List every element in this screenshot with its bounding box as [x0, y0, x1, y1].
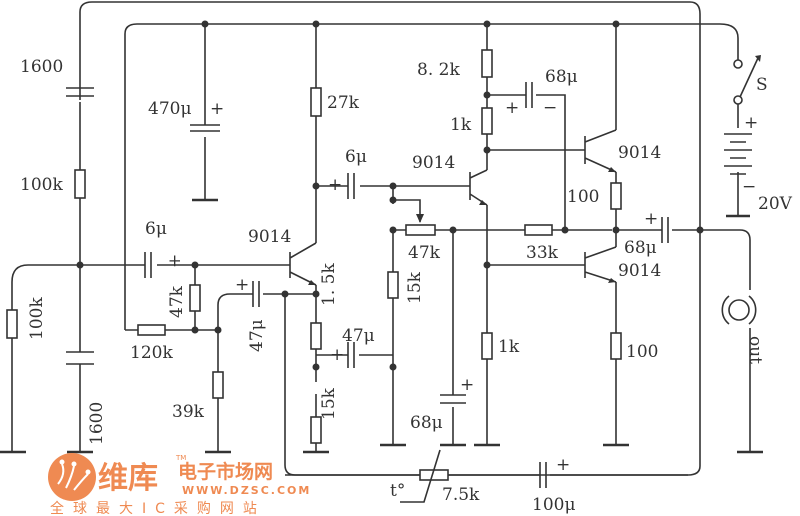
plus-68u-boot: +	[505, 98, 519, 118]
resistor-15k-left	[310, 416, 322, 444]
label-switch: S	[756, 75, 768, 95]
label-q2: 9014	[412, 153, 455, 173]
plus-100u: +	[556, 455, 570, 475]
cap-470u	[190, 124, 220, 132]
label-output: out	[745, 336, 765, 364]
label-r-1-5k: 1. 5k	[319, 263, 339, 306]
plus-470u: +	[210, 99, 224, 119]
resistor-1k-upper	[481, 107, 493, 135]
cap-6u-in	[144, 252, 152, 278]
thermistor-slash	[400, 449, 441, 503]
label-c-6u-in: 6μ	[145, 219, 167, 239]
plus-6u-mid: +	[328, 175, 342, 195]
plus-68u-out: +	[644, 209, 658, 229]
battery-plus: +	[744, 113, 758, 133]
label-c-6u-mid: 6μ	[345, 147, 367, 167]
label-c-68u-gnd: 68μ	[410, 413, 443, 433]
resistor-100-lower	[610, 332, 622, 360]
watermark: 维库 电子市场网 TM WWW.DZSC.COM 全球最大IC采购网站	[48, 453, 311, 516]
transistor-q3	[584, 129, 617, 173]
resistor-33k	[524, 224, 553, 236]
label-r-15k-left: 15k	[319, 387, 339, 420]
battery-minus: −	[742, 177, 756, 197]
resistor-15k-right	[387, 271, 399, 299]
plus-6u-in: +	[165, 254, 185, 268]
label-r-15k-right: 15k	[405, 271, 425, 304]
label-c-100u: 100μ	[532, 495, 576, 515]
label-c-68u-boot: 68μ	[545, 67, 578, 87]
label-r-100k-left: 100k	[27, 297, 47, 340]
logo-slogan: 全球最大IC采购网站	[50, 500, 266, 516]
capacitors	[66, 82, 669, 488]
ground-symbols	[0, 198, 763, 454]
resistor-27k	[310, 87, 322, 117]
resistor-1-5k	[310, 322, 322, 350]
resistor-100k-top	[74, 169, 86, 199]
label-c-68u-out: 68μ	[624, 238, 657, 258]
cap-100u	[539, 462, 547, 488]
label-supply-voltage: 20V	[758, 194, 793, 214]
transistor-q2	[469, 169, 488, 206]
cap-6u-mid	[347, 173, 355, 199]
label-c-1600-bottom: 1600	[87, 402, 107, 445]
plus-47u-a: +	[235, 275, 249, 295]
labels: 1600 100k 470μ + 27k 8. 2k 1k 68μ + − 6μ…	[20, 57, 793, 515]
junctions	[76, 20, 704, 371]
label-r-47k-bias: 47k	[167, 285, 187, 318]
label-r-100-lower: 100	[626, 342, 658, 362]
cap-1600-top	[66, 87, 94, 97]
resistor-47k-bias	[189, 284, 201, 312]
label-q3: 9014	[618, 143, 661, 163]
label-r-33k: 33k	[526, 243, 559, 263]
transistor-q1	[289, 242, 317, 286]
resistor-8-2k	[481, 49, 493, 78]
label-c-1600-top: 1600	[20, 57, 63, 77]
plus-47u-b: +	[330, 345, 344, 365]
cap-47u-a	[252, 281, 260, 307]
battery-icon	[724, 133, 752, 175]
cap-47u-b	[347, 342, 355, 368]
cap-68u-out	[661, 217, 669, 243]
resistors	[6, 49, 622, 503]
label-c-47u-a: 47μ	[247, 319, 267, 352]
label-q4: 9014	[618, 261, 661, 281]
resistor-100k-left	[6, 309, 18, 339]
output-jack-icon[interactable]	[721, 295, 757, 325]
power-switch[interactable]	[733, 55, 761, 105]
resistor-100-upper	[610, 182, 622, 210]
logo-icon	[48, 453, 96, 501]
label-thermistor-symbol: t°	[390, 481, 405, 501]
label-r-120k: 120k	[130, 343, 173, 363]
resistor-120k	[137, 324, 166, 336]
plus-68u-gnd: +	[460, 375, 474, 395]
resistor-1k-lower	[481, 332, 493, 360]
logo-brand: 维库	[98, 461, 158, 496]
label-q1: 9014	[248, 227, 291, 247]
resistor-47k-pot	[405, 224, 436, 236]
label-r-100-upper: 100	[567, 187, 599, 207]
label-r-1k-lower: 1k	[498, 337, 520, 357]
logo-url: WWW.DZSC.COM	[182, 484, 311, 497]
cap-1600-bottom	[66, 351, 94, 365]
logo-tm: TM	[175, 454, 186, 462]
cap-68u-boot	[525, 82, 533, 108]
cap-68u-gnd	[440, 394, 466, 404]
wires	[11, 1, 751, 476]
label-r-27k: 27k	[327, 93, 360, 113]
label-r-8-2k: 8. 2k	[417, 60, 460, 80]
logo-tagline: 电子市场网	[178, 460, 273, 483]
label-r-39k: 39k	[172, 402, 205, 422]
label-r-100k-top: 100k	[20, 175, 63, 195]
label-r-1k-upper: 1k	[450, 115, 472, 135]
label-c-470u: 470μ	[148, 99, 192, 119]
transistor-q4	[584, 246, 617, 283]
resistor-39k	[212, 371, 224, 399]
label-c-47u-b: 47μ	[342, 326, 375, 346]
minus-68u-boot: −	[543, 98, 557, 118]
label-thermistor: 7.5k	[442, 485, 480, 505]
label-r-47k-pot: 47k	[408, 243, 441, 263]
